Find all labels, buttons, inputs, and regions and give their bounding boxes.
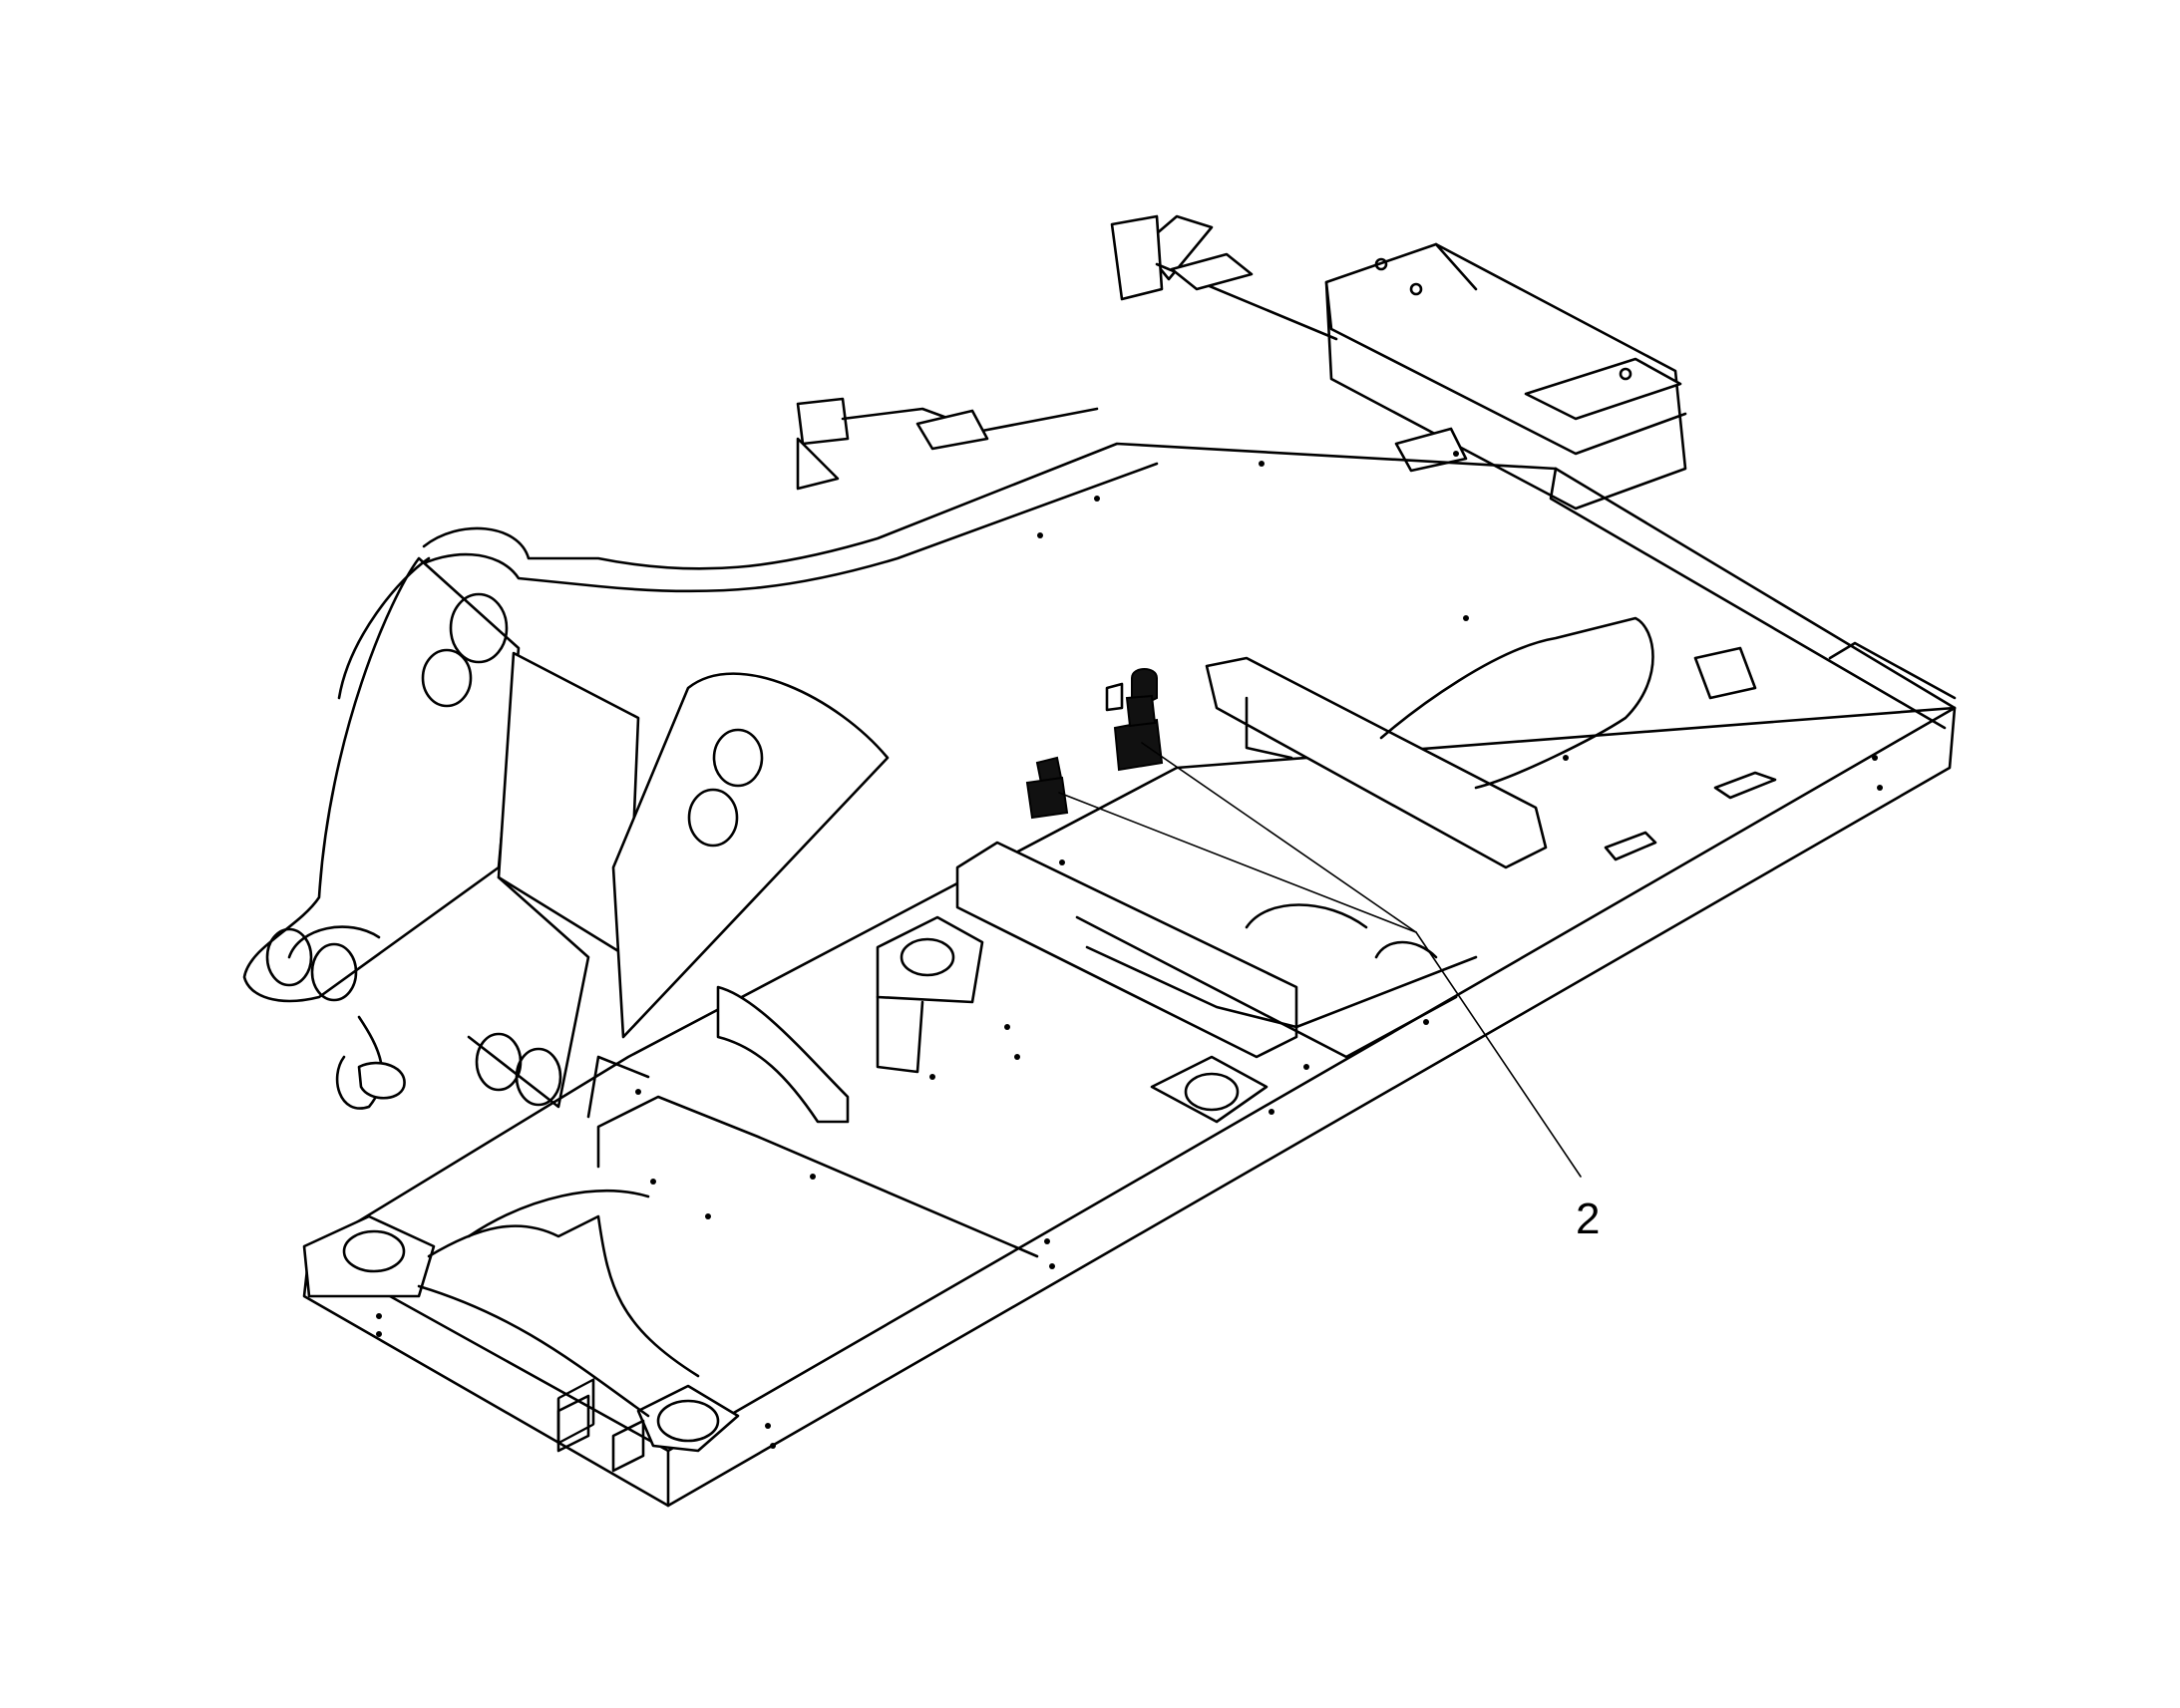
callout-leader-lines <box>1058 742 1582 1178</box>
front-frame-section <box>302 1055 1039 1473</box>
rear-crossbeam-assembly <box>1110 214 1687 511</box>
right-crossmember <box>1205 616 1777 869</box>
boom-mount-structure <box>242 442 1558 1110</box>
left-side-bracket <box>796 397 1099 491</box>
sensor-connector-assembly <box>1025 668 1164 820</box>
bolt-holes <box>376 451 1883 1449</box>
middle-crossmember <box>716 841 1478 1124</box>
callout-label-2: 2 <box>1576 1195 1600 1243</box>
